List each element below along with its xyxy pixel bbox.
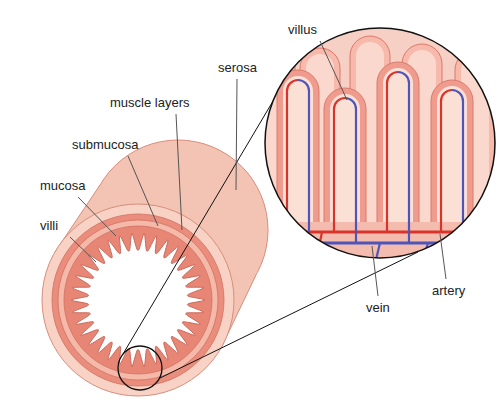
capillary-artery xyxy=(287,80,298,232)
zoom-circle xyxy=(265,28,495,258)
part-label: villi xyxy=(40,218,58,233)
muscle-layer xyxy=(52,214,224,386)
part-label: vein xyxy=(366,300,390,315)
submucosa-layer xyxy=(58,220,218,380)
vessel-branch xyxy=(374,243,380,268)
leader-line xyxy=(372,246,378,296)
villus-outline xyxy=(431,80,473,240)
part-label: serosa xyxy=(218,60,257,75)
vessel-branch xyxy=(316,232,322,262)
villus-outline xyxy=(277,70,319,240)
villus-outline xyxy=(324,88,366,240)
part-label: submucosa xyxy=(72,137,138,152)
leader-line xyxy=(78,197,116,236)
capillary-vein xyxy=(298,80,309,243)
capillary-artery xyxy=(387,72,398,232)
part-label: villus xyxy=(288,22,317,37)
magnify-line xyxy=(160,252,418,378)
capillary-artery xyxy=(441,90,452,232)
capillary-vein xyxy=(452,90,463,243)
villus-outline xyxy=(377,62,419,240)
mucosa-layer xyxy=(64,226,212,374)
leader-line xyxy=(236,79,237,190)
villus-shape xyxy=(324,88,366,240)
villi-closeup xyxy=(255,36,500,272)
villus-shape xyxy=(377,62,419,240)
villus-shape xyxy=(431,80,473,240)
leader-line xyxy=(70,237,96,262)
leader-line xyxy=(320,41,347,100)
villus-shape xyxy=(277,70,319,240)
serosa-layer xyxy=(42,204,234,396)
artery-vessel xyxy=(260,231,500,234)
magnify-spot xyxy=(118,346,162,390)
capillary-vein xyxy=(398,72,409,243)
part-label: mucosa xyxy=(40,178,86,193)
capillary-artery xyxy=(334,98,345,232)
magnify-line xyxy=(123,96,276,354)
villus-base-tissue xyxy=(260,222,500,272)
leader-line xyxy=(128,156,158,226)
vessel-branch xyxy=(422,243,428,262)
part-label: artery xyxy=(432,283,465,298)
leader-line xyxy=(440,234,446,279)
part-label: muscle layers xyxy=(110,95,189,110)
leader-line xyxy=(176,114,182,230)
capillary-vein xyxy=(345,98,356,243)
